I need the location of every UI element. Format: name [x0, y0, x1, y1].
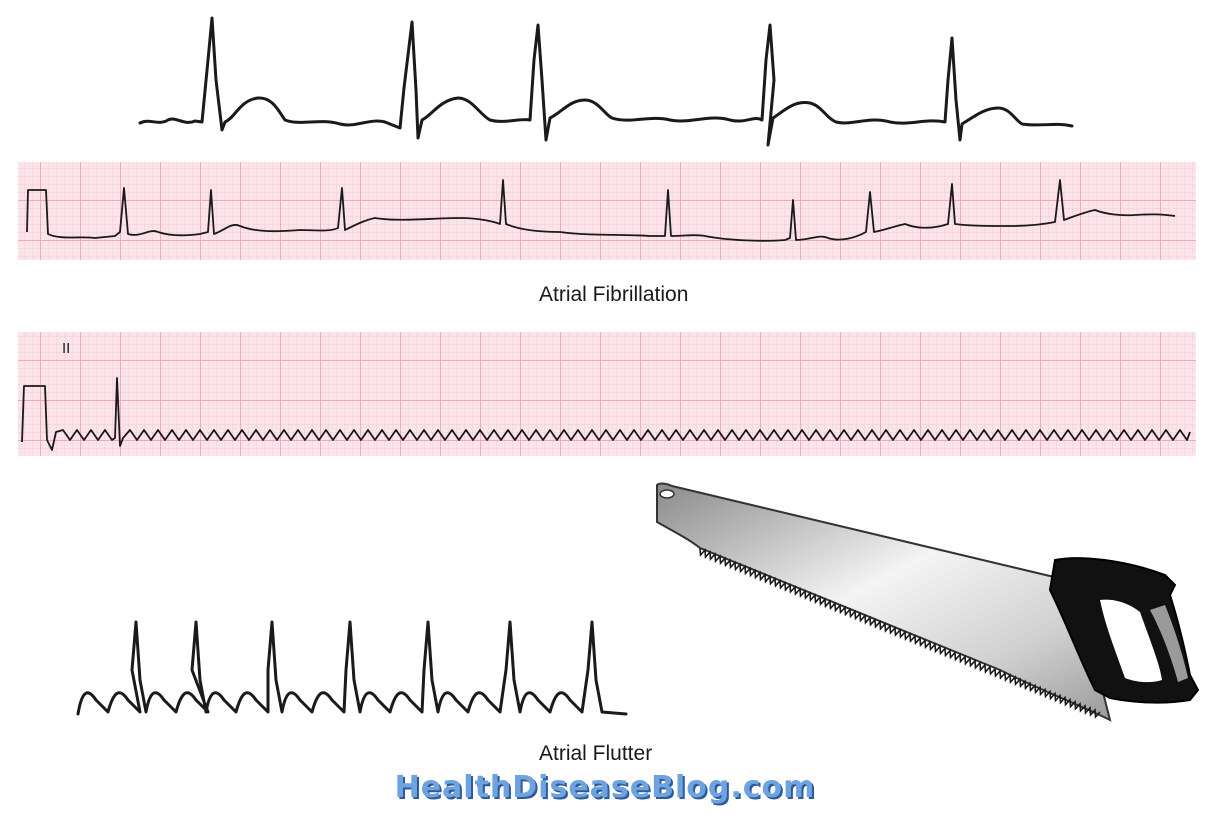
afib-schematic-trace	[138, 16, 1074, 147]
afib-ecg-trace	[26, 179, 1176, 242]
site-watermark: HealthDiseaseBlog.com	[394, 770, 816, 805]
atrial-flutter-label: Atrial Flutter	[539, 742, 653, 765]
lead-label: II	[62, 340, 71, 357]
flutter-schematic-trace	[76, 620, 628, 716]
hand-saw-icon	[656, 482, 1200, 722]
flutter-ecg-trace	[21, 377, 1191, 451]
atrial-fibrillation-label: Atrial Fibrillation	[539, 283, 689, 306]
